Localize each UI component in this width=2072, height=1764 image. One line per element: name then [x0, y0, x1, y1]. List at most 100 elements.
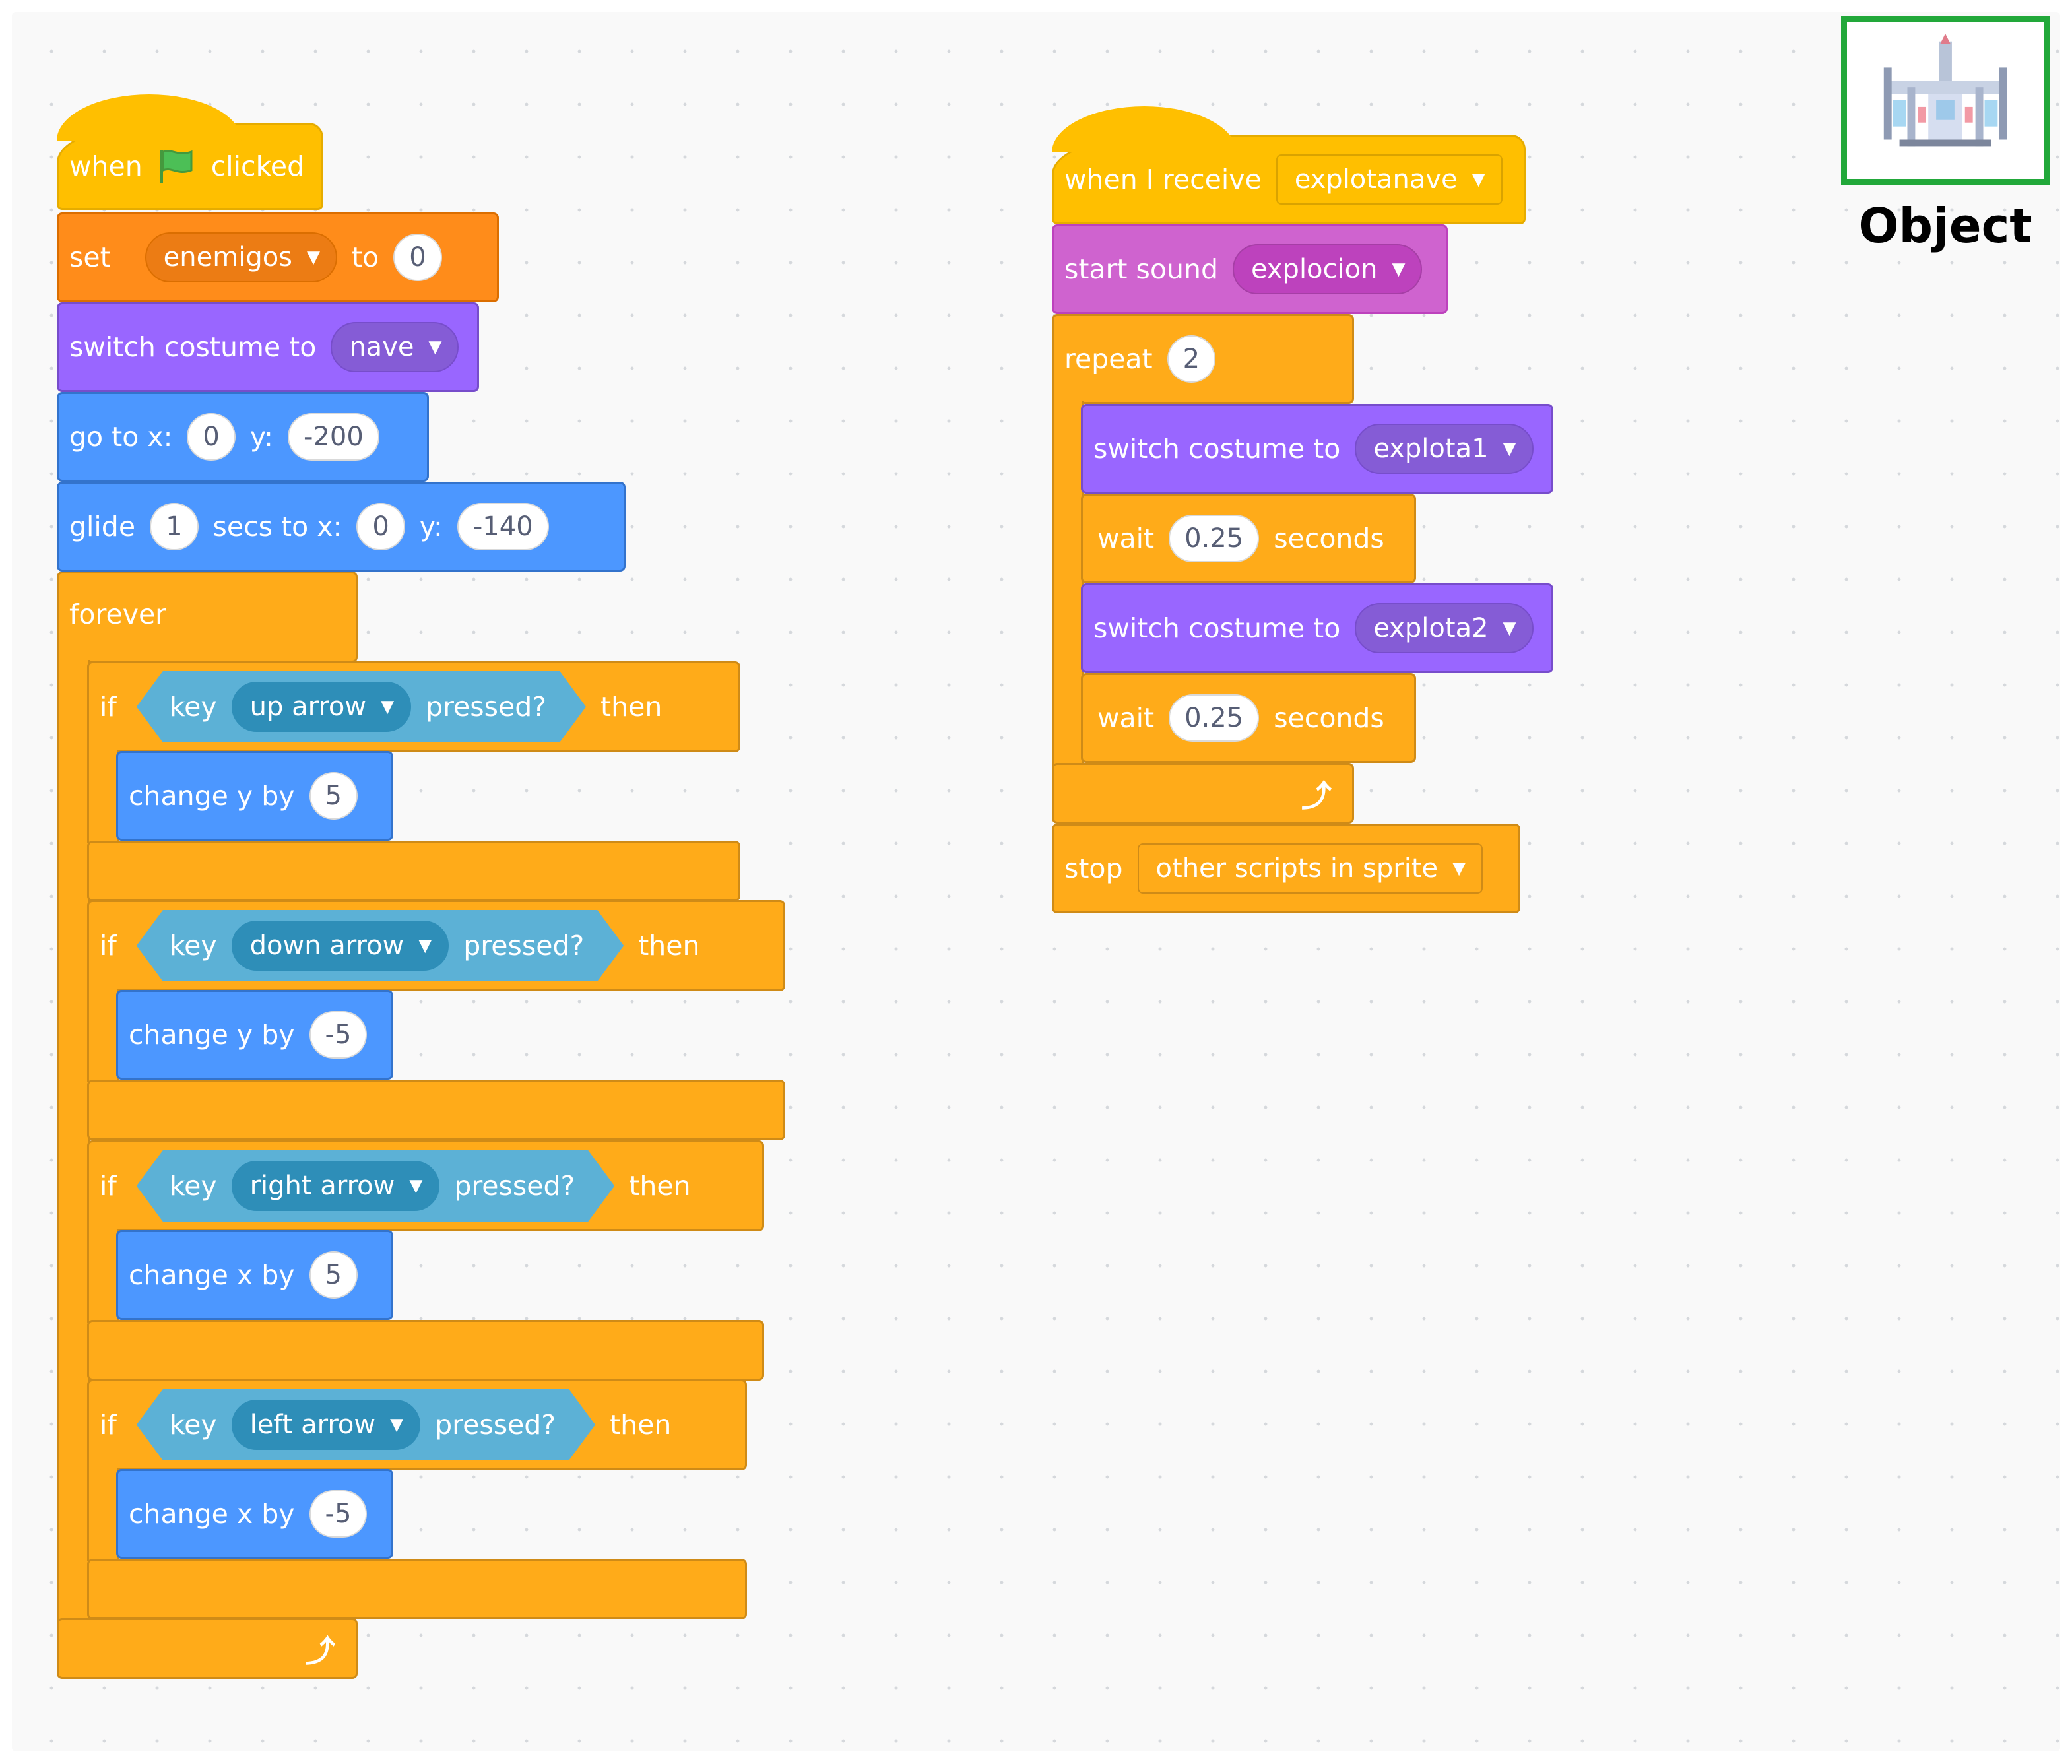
variable-dropdown[interactable]: enemigos ▼ [145, 232, 338, 282]
sound-dropdown[interactable]: explocion ▼ [1232, 244, 1423, 294]
if-arm [87, 1468, 119, 1561]
wait-block[interactable]: wait 0.25 seconds [1081, 673, 1416, 763]
key-dropdown[interactable]: up arrow ▼ [232, 682, 411, 732]
then-label: then [610, 1409, 672, 1441]
glide-y-label: y: [419, 511, 443, 542]
costume-dropdown[interactable]: explota1 ▼ [1355, 424, 1534, 474]
if-label: if [100, 1170, 117, 1202]
goto-x-input[interactable]: 0 [187, 413, 236, 461]
repeat-footer[interactable] [1052, 763, 1354, 824]
caret-down-icon: ▼ [1503, 618, 1516, 638]
change-x-label: change x by [129, 1259, 295, 1291]
start-sound-block[interactable]: start sound explocion ▼ [1052, 224, 1448, 314]
repeat-block[interactable]: repeat 2 [1052, 314, 1354, 404]
switch-costume-block[interactable]: switch costume to explota2 ▼ [1081, 583, 1553, 673]
variable-dropdown-value: enemigos [163, 242, 293, 273]
costume-dropdown-value: explota1 [1373, 434, 1489, 464]
then-label: then [600, 691, 663, 723]
glide-x-input[interactable]: 0 [356, 503, 405, 550]
then-label: then [638, 930, 700, 962]
change-x-input[interactable]: -5 [309, 1490, 368, 1538]
glide-label: glide [69, 511, 136, 542]
goto-y-input[interactable]: -200 [287, 413, 379, 461]
if-footer [87, 1320, 764, 1381]
wait-label: wait [1097, 523, 1155, 554]
key-label: key [169, 691, 217, 723]
key-dropdown[interactable]: down arrow ▼ [232, 921, 449, 971]
repeat-label: repeat [1064, 343, 1153, 375]
glide-secs-label: secs to x: [212, 511, 342, 542]
change-y-label: change y by [129, 1019, 295, 1051]
when-i-receive-label: when I receive [1064, 164, 1262, 195]
caret-down-icon: ▼ [381, 697, 395, 717]
key-pressed-condition[interactable]: key right arrow ▼ pressed? [137, 1150, 614, 1222]
stop-option-dropdown[interactable]: other scripts in sprite ▼ [1137, 843, 1483, 894]
change-x-input[interactable]: 5 [309, 1251, 358, 1299]
if-arm [87, 750, 119, 843]
glide-block[interactable]: glide 1 secs to x: 0 y: -140 [57, 482, 626, 572]
caret-down-icon: ▼ [418, 936, 432, 956]
sprite-label: Object [1858, 198, 2032, 253]
pressed-label: pressed? [463, 930, 585, 962]
if-up-arrow-block[interactable]: if key up arrow ▼ pressed? then [87, 661, 740, 752]
stop-block[interactable]: stop other scripts in sprite ▼ [1052, 824, 1520, 913]
set-variable-block[interactable]: set enemigos ▼ to 0 [57, 212, 499, 302]
costume-dropdown[interactable]: nave ▼ [331, 322, 459, 372]
switch-costume-block[interactable]: switch costume to nave ▼ [57, 302, 479, 392]
pressed-label: pressed? [426, 691, 547, 723]
sprite-thumbnail[interactable] [1841, 16, 2050, 185]
change-y-block[interactable]: change y by 5 [116, 751, 393, 841]
if-down-arrow-block[interactable]: if key down arrow ▼ pressed? then [87, 900, 785, 991]
if-footer [87, 1080, 785, 1140]
if-label: if [100, 1409, 117, 1441]
forever-label: forever [69, 599, 167, 630]
change-x-block[interactable]: change x by -5 [116, 1469, 393, 1559]
wait-label: wait [1097, 702, 1155, 734]
key-dropdown-value: left arrow [249, 1410, 376, 1440]
if-label: if [100, 691, 117, 723]
key-pressed-condition[interactable]: key down arrow ▼ pressed? [137, 910, 624, 981]
forever-block[interactable]: forever [57, 572, 358, 663]
if-right-arrow-block[interactable]: if key right arrow ▼ pressed? then [87, 1140, 764, 1231]
change-x-label: change x by [129, 1498, 295, 1530]
switch-costume-label: switch costume to [1093, 612, 1341, 644]
switch-costume-block[interactable]: switch costume to explota1 ▼ [1081, 404, 1553, 494]
change-y-block[interactable]: change y by -5 [116, 990, 393, 1080]
clicked-label: clicked [210, 150, 305, 182]
if-footer [87, 841, 740, 901]
if-left-arrow-block[interactable]: if key left arrow ▼ pressed? then [87, 1379, 747, 1470]
change-x-block[interactable]: change x by 5 [116, 1230, 393, 1320]
key-dropdown-value: down arrow [249, 931, 405, 961]
wait-seconds-input[interactable]: 0.25 [1169, 515, 1260, 562]
glide-secs-input[interactable]: 1 [150, 503, 199, 550]
caret-down-icon: ▼ [1472, 170, 1485, 189]
key-dropdown[interactable]: left arrow ▼ [232, 1400, 421, 1450]
caret-down-icon: ▼ [409, 1176, 423, 1196]
costume-dropdown-value: nave [349, 332, 414, 362]
key-label: key [169, 930, 217, 962]
caret-down-icon: ▼ [428, 337, 442, 357]
key-dropdown[interactable]: right arrow ▼ [232, 1161, 440, 1211]
set-value-input[interactable]: 0 [393, 234, 442, 281]
key-pressed-condition[interactable]: key left arrow ▼ pressed? [137, 1389, 595, 1460]
key-label: key [169, 1170, 217, 1202]
change-y-input[interactable]: -5 [309, 1011, 368, 1059]
set-label: set [69, 242, 111, 273]
wait-block[interactable]: wait 0.25 seconds [1081, 494, 1416, 583]
when-i-receive-block[interactable]: when I receive explotanave ▼ [1052, 106, 1526, 224]
costume-dropdown[interactable]: explota2 ▼ [1355, 603, 1534, 653]
key-pressed-condition[interactable]: key up arrow ▼ pressed? [137, 671, 586, 742]
pressed-label: pressed? [435, 1409, 556, 1441]
seconds-label: seconds [1274, 523, 1384, 554]
wait-seconds-input[interactable]: 0.25 [1169, 694, 1260, 742]
caret-down-icon: ▼ [307, 247, 321, 267]
seconds-label: seconds [1274, 702, 1384, 734]
change-y-input[interactable]: 5 [309, 772, 358, 820]
message-dropdown[interactable]: explotanave ▼ [1276, 154, 1503, 205]
repeat-times-input[interactable]: 2 [1167, 335, 1216, 383]
glide-y-input[interactable]: -140 [457, 503, 549, 550]
go-to-xy-block[interactable]: go to x: 0 y: -200 [57, 392, 429, 482]
when-flag-clicked-block[interactable]: when clicked [57, 94, 323, 210]
forever-footer[interactable] [57, 1618, 358, 1679]
forever-arm [57, 660, 90, 1622]
